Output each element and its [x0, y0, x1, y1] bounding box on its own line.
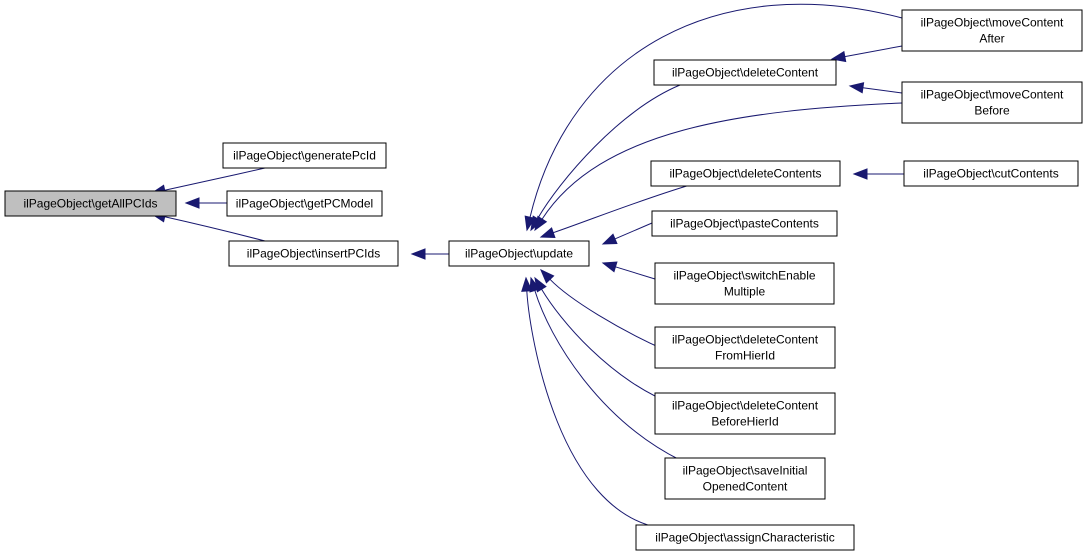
node-label: ilPageObject\pasteContents: [670, 217, 819, 231]
node-label: Multiple: [724, 285, 766, 299]
node-box: [664, 457, 826, 500]
node-box: [654, 392, 836, 435]
node-box: [448, 240, 590, 267]
node-label: BeforeHierId: [711, 415, 778, 429]
arrowhead: [848, 82, 865, 94]
node-box: [901, 9, 1083, 52]
arrowhead: [521, 276, 533, 292]
node-getPCModel[interactable]: ilPageObject\getPCModel: [226, 190, 383, 217]
node-label: ilPageObject\saveInitial: [683, 464, 808, 478]
node-label: ilPageObject\generatePcId: [233, 149, 376, 163]
arrowhead: [852, 168, 868, 180]
edge-deleteContentBeforeHierId-to-update: [534, 276, 676, 406]
edge-saveInitialOpenedContent-to-update: [529, 276, 681, 461]
nodes-layer: ilPageObject\getAllPCIds ilPageObject\gen…: [4, 9, 1083, 551]
node-pasteContents[interactable]: ilPageObject\pasteContents: [651, 210, 838, 237]
edge-line: [164, 167, 266, 191]
arrowhead: [601, 233, 618, 245]
node-deleteContents[interactable]: ilPageObject\deleteContents: [650, 160, 841, 187]
edge-line: [529, 3, 903, 218]
edge-deleteContent-to-update: [530, 84, 681, 232]
edge-pasteContents-to-update: [601, 222, 653, 245]
node-box: [222, 142, 387, 169]
node-box: [226, 190, 383, 217]
node-box: [650, 160, 841, 187]
node-label: Before: [974, 104, 1010, 118]
node-box: [651, 210, 838, 237]
arrowhead: [524, 215, 536, 232]
edge-line: [541, 102, 903, 220]
edges-layer: [150, 3, 904, 529]
edge-cutContents-to-deleteContents: [852, 168, 904, 180]
arrowhead: [410, 248, 426, 260]
node-label: ilPageObject\deleteContent: [672, 333, 819, 347]
node-label: ilPageObject\deleteContent: [672, 399, 819, 413]
node-assignCharacteristic[interactable]: ilPageObject\assignCharacteristic: [635, 524, 855, 551]
node-box: [654, 262, 835, 305]
edge-moveContentAfter-to-update: [524, 3, 903, 232]
node-box: [635, 524, 855, 551]
arrowhead: [539, 227, 556, 239]
node-getAllPCIds[interactable]: ilPageObject\getAllPCIds: [4, 190, 177, 217]
edge-line: [164, 216, 266, 242]
edge-moveContentBefore-to-deleteContent: [848, 82, 903, 94]
edge-line: [549, 278, 666, 351]
node-label: After: [979, 32, 1004, 46]
node-generatePcId[interactable]: ilPageObject\generatePcId: [222, 142, 387, 169]
edge-line: [537, 84, 681, 220]
edge-moveContentBefore-to-update: [534, 102, 903, 232]
edge-assignCharacteristic-to-update: [521, 276, 661, 529]
node-label: ilPageObject\insertPCIds: [247, 247, 380, 261]
edge-line: [553, 184, 691, 234]
arrowhead: [184, 197, 200, 209]
node-label: ilPageObject\moveContent: [921, 16, 1064, 30]
arrowhead: [529, 276, 541, 293]
node-cutContents[interactable]: ilPageObject\cutContents: [903, 160, 1079, 187]
node-deleteContent[interactable]: ilPageObject\deleteContent: [653, 59, 837, 86]
edge-line: [615, 266, 656, 280]
node-label: ilPageObject\cutContents: [923, 167, 1058, 181]
edge-line: [534, 290, 681, 461]
node-box: [4, 190, 177, 217]
node-box: [654, 326, 836, 369]
edge-line: [862, 87, 903, 94]
edge-moveContentAfter-to-deleteContent: [830, 45, 903, 63]
node-label: ilPageObject\getAllPCIds: [23, 197, 157, 211]
edge-line: [844, 45, 903, 58]
edge-line: [541, 288, 676, 406]
edge-line: [614, 222, 653, 240]
node-insertPCIds[interactable]: ilPageObject\insertPCIds: [228, 240, 399, 267]
node-box: [653, 59, 837, 86]
node-label: ilPageObject\switchEnable: [673, 269, 815, 283]
edge-getPCModel-to-getAllPCIds: [184, 197, 227, 209]
node-box: [228, 240, 399, 267]
edge-deleteContents-to-update: [539, 184, 691, 239]
arrowhead: [534, 215, 548, 232]
node-label: FromHierId: [715, 349, 775, 363]
node-label: ilPageObject\getPCModel: [236, 197, 373, 211]
node-label: OpenedContent: [703, 480, 788, 494]
arrowhead: [601, 261, 618, 273]
edge-line: [526, 290, 661, 529]
node-label: ilPageObject\moveContent: [921, 88, 1064, 102]
arrowhead: [540, 268, 555, 284]
node-label: ilPageObject\update: [465, 247, 573, 261]
node-label: ilPageObject\deleteContents: [669, 167, 821, 181]
node-label: ilPageObject\assignCharacteristic: [655, 531, 834, 545]
node-box: [901, 81, 1083, 124]
edge-switchEnableMultiple-to-update: [601, 261, 656, 280]
node-label: ilPageObject\deleteContent: [672, 66, 819, 80]
edge-update-to-insertPCIds: [410, 248, 449, 260]
node-update[interactable]: ilPageObject\update: [448, 240, 590, 267]
arrowhead: [830, 50, 847, 63]
edge-deleteContentFromHierId-to-update: [540, 268, 666, 351]
node-box: [903, 160, 1079, 187]
